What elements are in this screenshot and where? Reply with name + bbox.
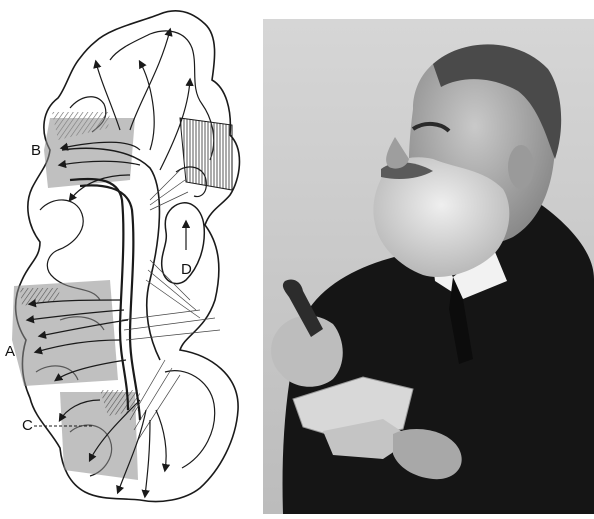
label-a: A (5, 344, 15, 359)
label-b: B (31, 143, 41, 158)
portrait-photo (263, 19, 594, 514)
label-c: C (22, 418, 33, 433)
label-d: D (181, 262, 192, 277)
portrait-drawing (263, 19, 594, 514)
brain-section-drawing (0, 0, 262, 519)
brain-section-illustration: B A C D (0, 0, 262, 519)
